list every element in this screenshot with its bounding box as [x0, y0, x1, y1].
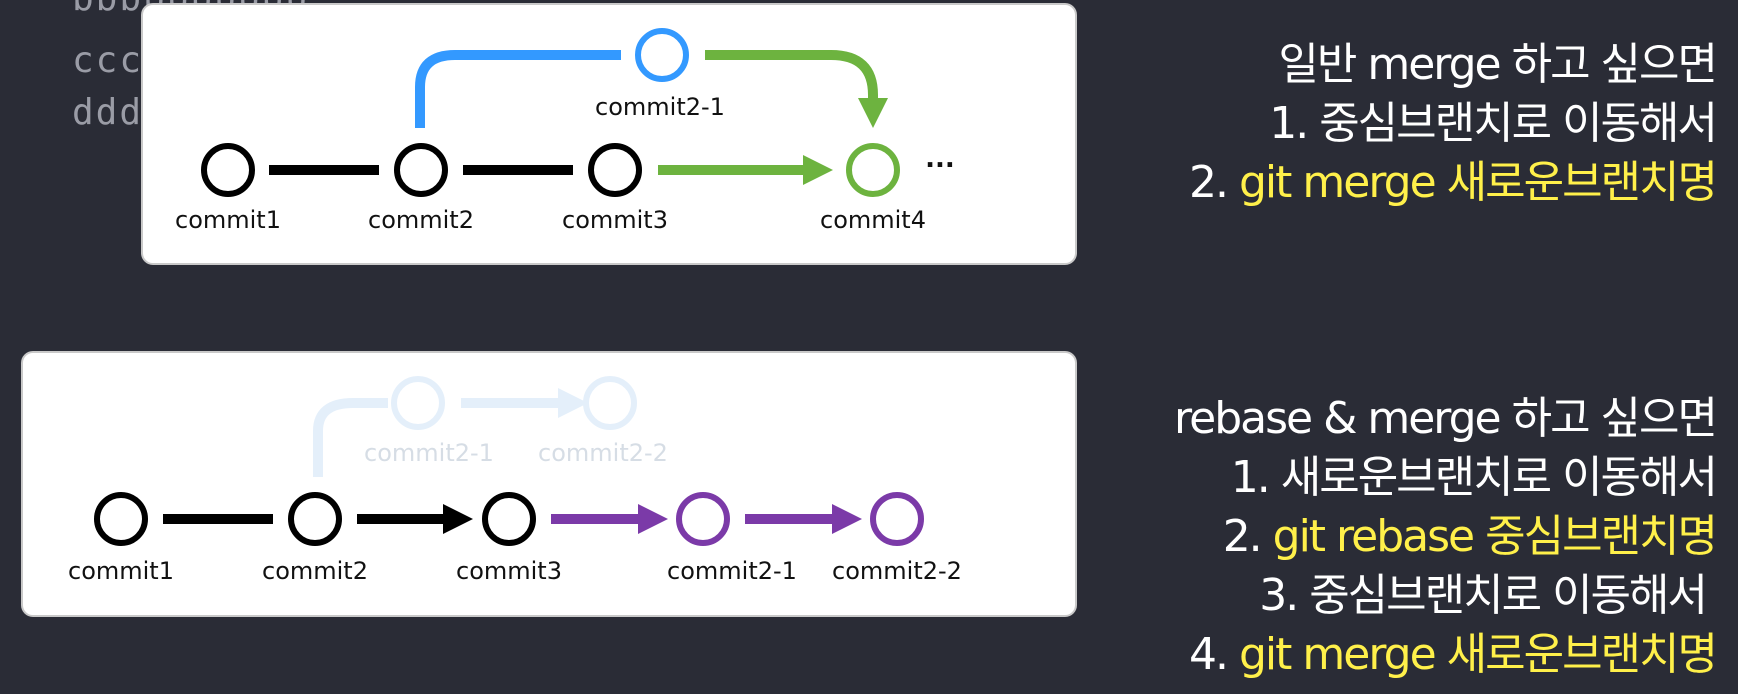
git-command: git merge 새로운브랜치명 [1239, 157, 1718, 208]
commit-label: commit2 [262, 557, 368, 585]
rebase-graph: commit2-1 commit2-2 commit1 commit2 comm… [68, 376, 962, 585]
commit-node [482, 492, 536, 546]
step-number: 2. [1222, 511, 1273, 562]
rebase-instructions: rebase & merge 하고 싶으면 1. 새로운브랜치로 이동해서 2.… [1016, 389, 1718, 684]
branch-commit-label: commit2-1 [595, 93, 725, 121]
commit-label: commit2 [368, 206, 474, 234]
merge-graph: commit1 commit2 commit3 commit4 commit2-… [175, 28, 955, 234]
instruction-heading: rebase & merge 하고 싶으면 [1174, 393, 1718, 444]
rebased-commit-label: commit2-2 [832, 557, 962, 585]
commit-node [288, 492, 342, 546]
commit-label: commit1 [175, 206, 281, 234]
faded-branch-edge [313, 398, 388, 477]
ellipsis-label: ... [925, 144, 955, 174]
commit-node [201, 143, 255, 197]
faded-commit-node [391, 376, 445, 430]
instruction-step: 4. git merge 새로운브랜치명 [1016, 625, 1718, 684]
branch-commit-node [635, 28, 689, 82]
merge-diagram: commit1 commit2 commit3 commit4 commit2-… [141, 3, 1077, 265]
commit-label: commit4 [820, 206, 926, 234]
merge-commit-node [846, 143, 900, 197]
rebased-commit-label: commit2-1 [667, 557, 797, 585]
step-number: 2. [1189, 157, 1239, 208]
branch-edge [415, 50, 621, 128]
rebased-commit-node [676, 492, 730, 546]
git-command: git rebase 중심브랜치명 [1272, 511, 1718, 562]
rebase-diagram: commit2-1 commit2-2 commit1 commit2 comm… [21, 351, 1077, 617]
instruction-step: 2. git merge 새로운브랜치명 [1016, 153, 1718, 212]
commit-label: commit3 [562, 206, 668, 234]
instruction-heading: 일반 merge 하고 싶으면 [1278, 39, 1718, 90]
commit-node [588, 143, 642, 197]
instruction-step: 1. 중심브랜치로 이동해서 [1269, 98, 1718, 149]
commit-node [394, 143, 448, 197]
commit-label: commit3 [456, 557, 562, 585]
commit-label: commit1 [68, 557, 174, 585]
merge-instructions: 일반 merge 하고 싶으면 1. 중심브랜치로 이동해서 2. git me… [1016, 35, 1718, 212]
faded-commit-label: commit2-1 [364, 439, 494, 467]
faded-commit-label: commit2-2 [538, 439, 668, 467]
instruction-step: 1. 새로운브랜치로 이동해서 [1230, 452, 1718, 503]
git-command: git merge 새로운브랜치명 [1239, 629, 1718, 680]
merge-curve [705, 50, 888, 128]
step-number: 4. [1189, 629, 1239, 680]
instruction-step: 2. git rebase 중심브랜치명 [1016, 507, 1718, 566]
instruction-step: 3. 중심브랜치로 이동해서 [1259, 570, 1708, 621]
rebased-commit-node [870, 492, 924, 546]
faded-commit-node [583, 376, 637, 430]
commit-node [94, 492, 148, 546]
